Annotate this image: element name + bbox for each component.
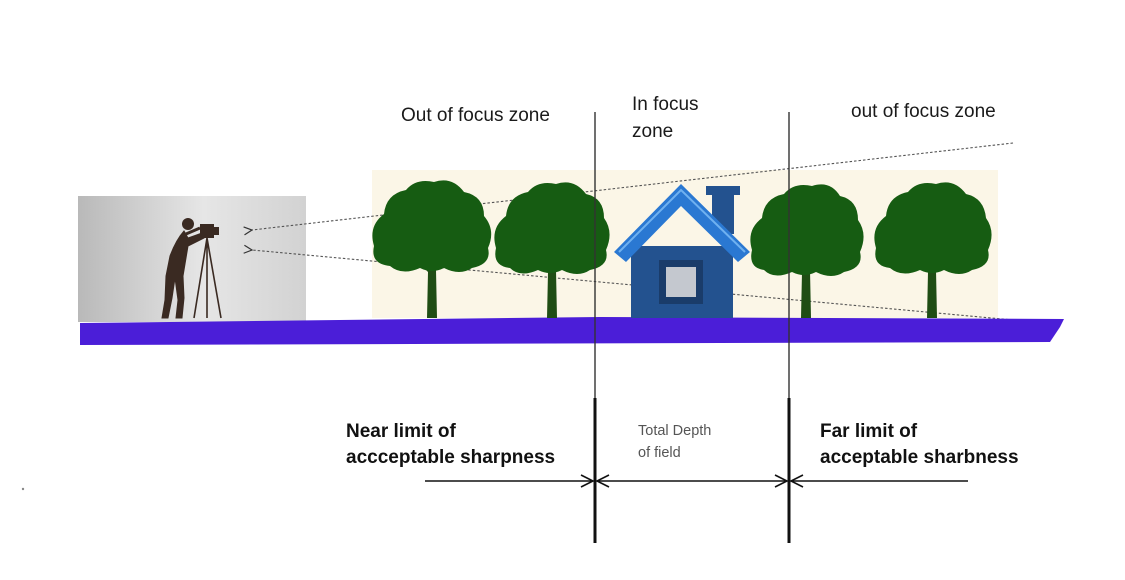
near-limit-line2: accceptable sharpness [346,446,556,468]
out-of-focus-zone-right-label: out of focus zone [851,101,996,122]
photographer-icon [161,218,205,319]
total-depth-line1: Total Depth [638,423,712,439]
house-icon [614,184,750,318]
tripod-camera-icon [193,224,222,319]
far-limit-label: Far limit of acceptable sharbness [820,419,1019,470]
in-focus-zone-line1: In focus [632,94,699,115]
in-focus-zone-line2: zone [632,120,674,142]
near-limit-line1: Near limit of [346,421,456,442]
tree-icon [874,182,992,318]
tree-icon [372,180,492,318]
near-limit-label: Near limit of accceptable sharpness [346,419,555,470]
sight-line-upper [252,142,1014,230]
total-depth-of-field-label: Total Depth of field [638,421,711,465]
photographer-backdrop [78,196,306,322]
out-of-focus-zone-left-label: Out of focus zone [401,105,550,126]
tree-icon [494,182,610,318]
far-limit-line1: Far limit of [820,421,918,442]
dot-mark [21,487,25,491]
total-depth-line2: of field [638,444,681,461]
far-limit-line2: acceptable sharbness [820,446,1019,468]
in-focus-zone-label: In focus zone [632,92,699,145]
ground [80,317,1064,345]
tree-icon [750,184,864,318]
